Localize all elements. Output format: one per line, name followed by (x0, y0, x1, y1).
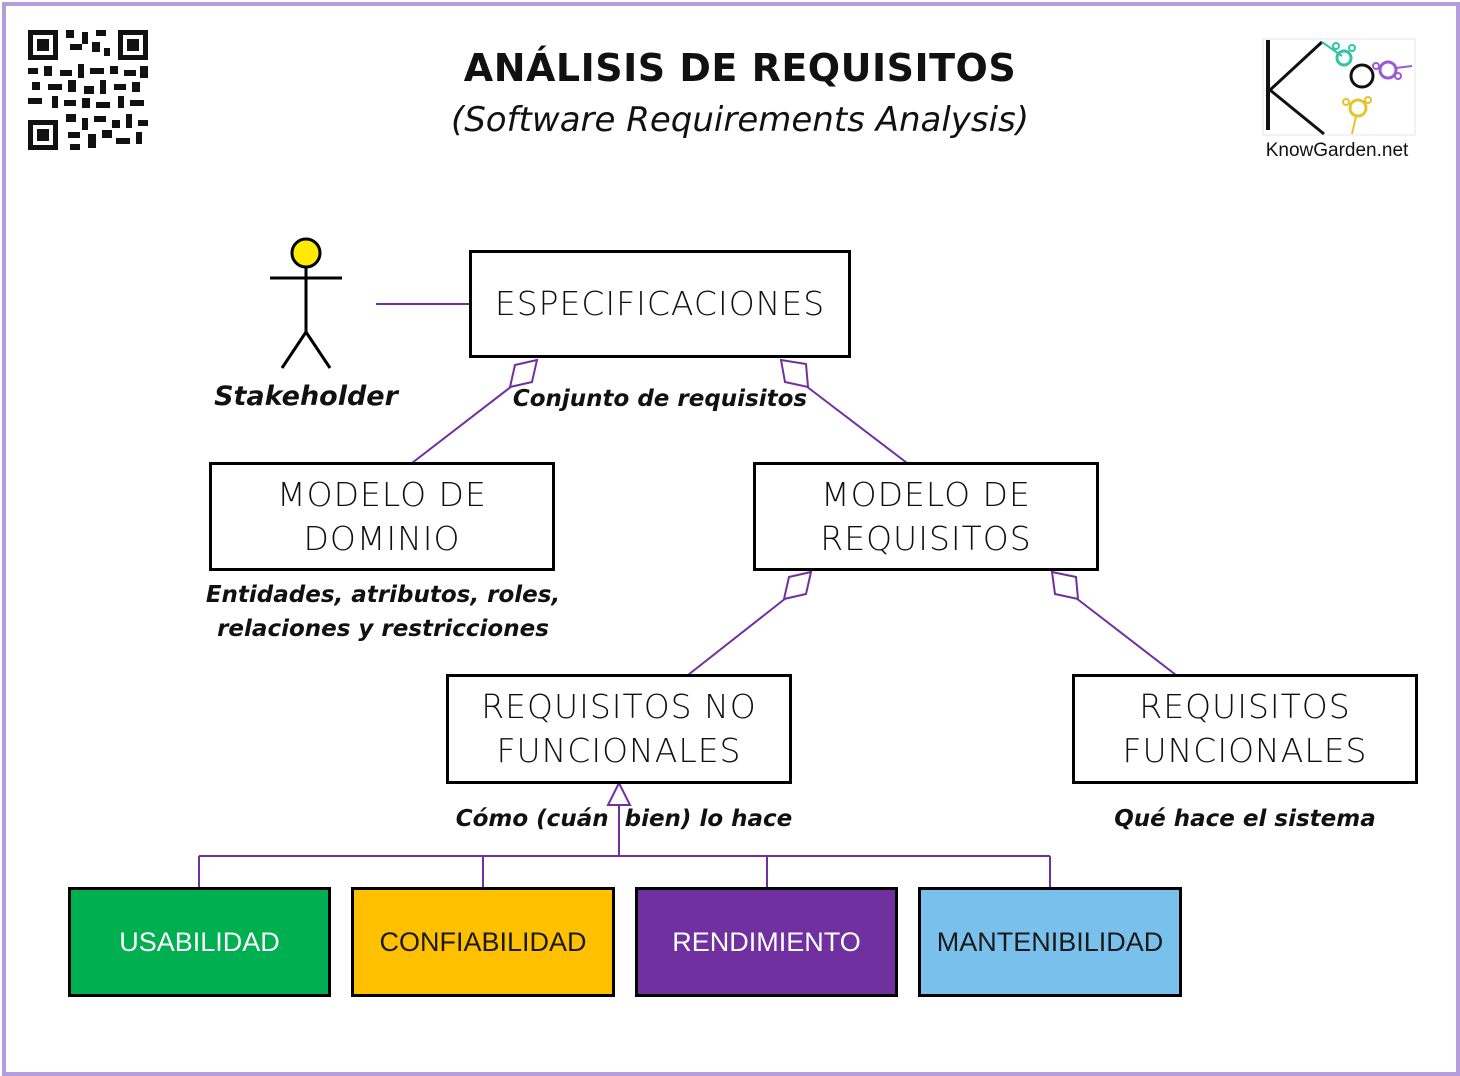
req-no-funcionales-box: REQUISITOS NO FUNCIONALES (446, 674, 792, 784)
modelo-dominio-line2: DOMINIO (303, 518, 461, 558)
especificaciones-label: ESPECIFICACIONES (494, 284, 826, 323)
stakeholder-actor-icon (270, 237, 342, 369)
dominio-note: Entidades, atributos, roles, relaciones … (190, 578, 576, 646)
req-funcionales-line2: FUNCIONALES (1122, 731, 1368, 770)
category-usabilidad-label: USABILIDAD (119, 926, 280, 957)
modelo-requisitos-line2: REQUISITOS (820, 518, 1032, 558)
category-confiabilidad: CONFIABILIDAD (351, 887, 615, 997)
funcionales-note: Qué hace el sistema (1114, 806, 1376, 832)
req-funcionales-line1: REQUISITOS (1139, 687, 1351, 726)
modelo-requisitos-line1: MODELO DE (821, 474, 1031, 514)
modelo-dominio-box: MODELO DE DOMINIO (209, 462, 555, 571)
modelo-dominio-line1: MODELO DE (277, 474, 487, 514)
req-funcionales-box: REQUISITOS FUNCIONALES (1072, 674, 1418, 784)
page-subtitle: (Software Requirements Analysis) (450, 100, 1030, 140)
category-confiabilidad-label: CONFIABILIDAD (379, 926, 587, 957)
category-rendimiento-label: RENDIMIENTO (672, 926, 861, 957)
no-funcionales-note: Cómo (cuán bien) lo hace (455, 806, 793, 832)
category-usabilidad: USABILIDAD (68, 887, 331, 997)
req-no-funcionales-line1: REQUISITOS NO (481, 687, 757, 726)
page-title: ANÁLISIS DE REQUISITOS (463, 46, 1017, 90)
category-mantenibilidad: MANTENIBILIDAD (918, 887, 1182, 997)
dominio-note-line2: relaciones y restricciones (217, 616, 549, 642)
dominio-note-line1: Entidades, atributos, roles, (205, 582, 561, 608)
stakeholder-label: Stakeholder (214, 381, 398, 412)
conjunto-note: Conjunto de requisitos (512, 386, 808, 412)
qr-code-icon (26, 28, 150, 152)
category-rendimiento: RENDIMIENTO (635, 887, 898, 997)
especificaciones-box: ESPECIFICACIONES (469, 250, 851, 358)
modelo-requisitos-box: MODELO DE REQUISITOS (753, 462, 1099, 571)
knowgarden-logo-icon (1262, 38, 1416, 136)
category-mantenibilidad-label: MANTENIBILIDAD (936, 926, 1164, 957)
logo-text: KnowGarden.net (1265, 140, 1409, 161)
req-no-funcionales-line2: FUNCIONALES (496, 731, 742, 770)
